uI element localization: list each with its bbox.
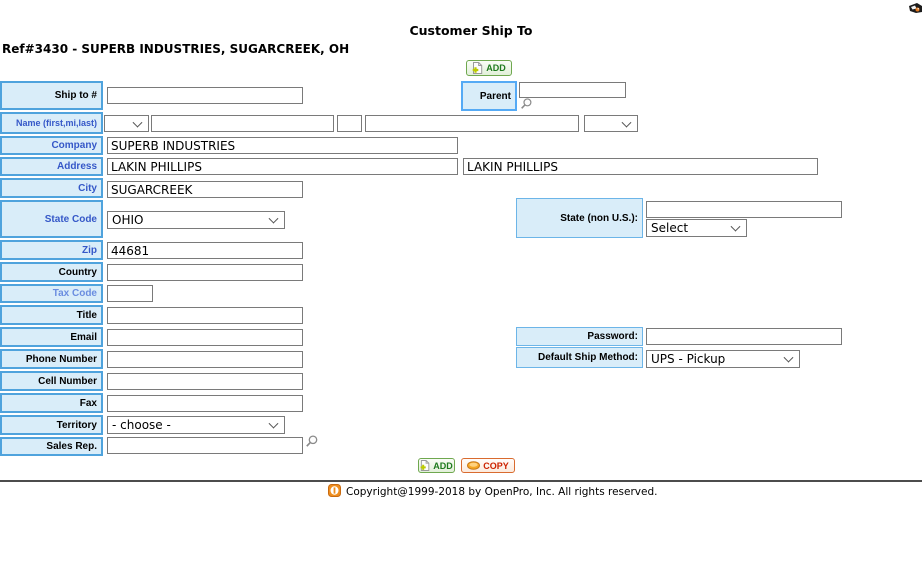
label-email: Email — [0, 327, 103, 347]
label-company: Company — [0, 136, 103, 155]
label-cell-number: Cell Number — [0, 371, 103, 391]
add-button-bottom[interactable]: ADD — [418, 458, 455, 473]
country-input[interactable] — [107, 264, 303, 281]
tax-code-input[interactable] — [107, 285, 153, 302]
label-ship-to: Ship to # — [0, 81, 103, 110]
ship-to-number-input[interactable] — [107, 87, 303, 104]
new-page-plus-icon — [420, 460, 430, 471]
add-button-label: ADD — [433, 460, 453, 471]
title-input[interactable] — [107, 307, 303, 324]
chevron-down-icon — [268, 213, 279, 224]
cropped-corner-icon — [906, 3, 922, 19]
add-button-label: ADD — [486, 63, 506, 73]
page-title: Customer Ship To — [409, 23, 533, 38]
copy-button-label: COPY — [483, 460, 509, 471]
label-parent: Parent — [461, 81, 517, 111]
first-name-input[interactable] — [151, 115, 334, 132]
label-password: Password: — [516, 327, 643, 346]
middle-initial-input[interactable] — [337, 115, 362, 132]
chevron-down-icon — [132, 117, 143, 128]
address-line1-input[interactable] — [107, 158, 458, 175]
chevron-down-icon — [268, 418, 279, 429]
zip-input[interactable] — [107, 242, 303, 259]
sales-rep-search-icon[interactable] — [305, 434, 319, 448]
default-ship-method-select[interactable]: UPS - Pickup — [646, 350, 800, 368]
openpro-logo-icon — [328, 484, 341, 497]
add-button-top[interactable]: ADD — [466, 60, 512, 76]
copy-button[interactable]: COPY — [461, 458, 515, 473]
last-name-input[interactable] — [365, 115, 579, 132]
label-default-ship-method: Default Ship Method: — [516, 347, 643, 368]
territory-select[interactable]: - choose - — [107, 416, 285, 434]
address-line2-input[interactable] — [463, 158, 818, 175]
parent-search-icon[interactable] — [520, 97, 533, 110]
city-input[interactable] — [107, 181, 303, 198]
sales-rep-input[interactable] — [107, 437, 303, 454]
label-title: Title — [0, 305, 103, 325]
state-non-us-selected-value: Select — [651, 221, 689, 235]
email-input[interactable] — [107, 329, 303, 346]
parent-input[interactable] — [519, 82, 626, 98]
label-address: Address — [0, 157, 103, 176]
label-country: Country — [0, 262, 103, 282]
label-tax-code: Tax Code — [0, 284, 103, 303]
label-phone-number: Phone Number — [0, 349, 103, 369]
state-code-selected-value: OHIO — [112, 213, 144, 227]
label-zip: Zip — [0, 240, 103, 260]
label-state-code: State Code — [0, 200, 103, 238]
fax-input[interactable] — [107, 395, 303, 412]
label-sales-rep: Sales Rep. — [0, 437, 103, 456]
state-non-us-input[interactable] — [646, 201, 842, 218]
territory-selected-value: - choose - — [112, 418, 171, 432]
ship-method-selected-value: UPS - Pickup — [651, 352, 726, 366]
chevron-down-icon — [783, 352, 794, 363]
phone-number-input[interactable] — [107, 351, 303, 368]
coin-icon — [467, 461, 481, 470]
name-prefix-select[interactable] — [104, 115, 149, 132]
name-suffix-select[interactable] — [584, 115, 638, 132]
copyright-text: Copyright@1999-2018 by OpenPro, Inc. All… — [346, 486, 658, 498]
company-input[interactable] — [107, 137, 458, 154]
label-city: City — [0, 178, 103, 198]
new-page-plus-icon — [472, 62, 483, 74]
state-non-us-select[interactable]: Select — [646, 219, 747, 237]
state-code-select[interactable]: OHIO — [107, 211, 285, 229]
cell-number-input[interactable] — [107, 373, 303, 390]
label-name: Name (first,mi,last) — [0, 112, 103, 134]
footer-divider — [0, 480, 922, 482]
chevron-down-icon — [730, 221, 741, 232]
customer-ref-line: Ref#3430 - SUPERB INDUSTRIES, SUGARCREEK… — [2, 42, 350, 56]
label-state-non-us: State (non U.S.): — [516, 198, 643, 238]
chevron-down-icon — [621, 117, 632, 128]
password-input[interactable] — [646, 328, 842, 345]
label-territory: Territory — [0, 415, 103, 435]
label-fax: Fax — [0, 393, 103, 413]
